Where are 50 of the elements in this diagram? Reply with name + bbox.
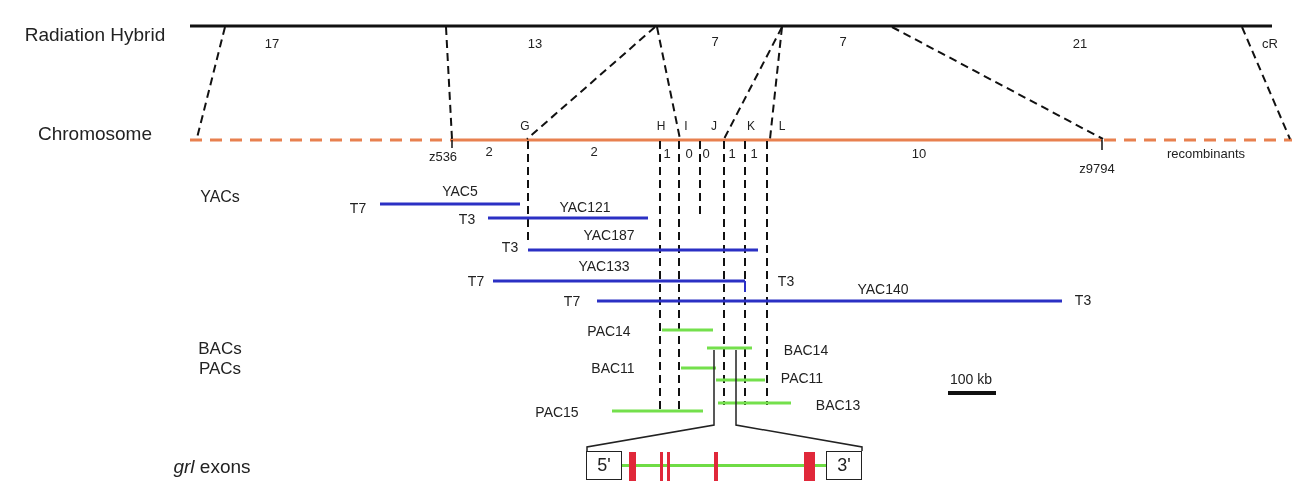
end-box: 3' bbox=[826, 451, 862, 480]
map-label: YAC140 bbox=[857, 280, 909, 298]
map-label: 17 bbox=[264, 36, 280, 52]
map-label: z536 bbox=[428, 149, 458, 165]
map-label: T7 bbox=[467, 272, 485, 290]
map-label: 2 bbox=[590, 144, 598, 160]
map-label: Radiation Hybrid bbox=[23, 24, 167, 46]
map-label: 7 bbox=[839, 34, 847, 50]
map-label: grl exons bbox=[173, 456, 251, 478]
map-label: G bbox=[520, 120, 530, 134]
map-label: BAC13 bbox=[815, 396, 861, 414]
map-label: T7 bbox=[563, 292, 581, 310]
map-label: T3 bbox=[501, 238, 519, 256]
transcript-line bbox=[622, 464, 826, 467]
map-label: 0 bbox=[702, 146, 710, 162]
map-label: YAC187 bbox=[583, 226, 635, 244]
map-label: H bbox=[656, 120, 666, 134]
map-label: 2 bbox=[485, 144, 493, 160]
map-label: T3 bbox=[1074, 291, 1092, 309]
map-label: T3 bbox=[458, 210, 476, 228]
map-label: K bbox=[747, 120, 755, 134]
map-label: BAC14 bbox=[783, 341, 829, 359]
map-label: J bbox=[711, 120, 717, 134]
map-label: BAC11 bbox=[591, 359, 635, 377]
map-label: I bbox=[684, 120, 688, 134]
map-label: T7 bbox=[349, 199, 367, 217]
map-label: L bbox=[778, 120, 786, 134]
map-label: PAC14 bbox=[587, 322, 631, 340]
end-box: 5' bbox=[586, 451, 622, 480]
map-label: 13 bbox=[527, 36, 543, 52]
map-label: 7 bbox=[711, 34, 719, 50]
map-label: YAC121 bbox=[559, 198, 611, 216]
map-label: 21 bbox=[1072, 36, 1088, 52]
map-label: 10 bbox=[911, 146, 927, 162]
map-label: 1 bbox=[663, 146, 671, 162]
map-label: 100 kb bbox=[950, 370, 992, 388]
map-label: cR bbox=[1262, 36, 1278, 52]
map-label: z9794 bbox=[1079, 161, 1115, 177]
map-label: 1 bbox=[750, 146, 758, 162]
map-label: T3 bbox=[777, 272, 795, 290]
map-label: YACs bbox=[200, 187, 240, 207]
map-label: PAC15 bbox=[535, 403, 579, 421]
map-label: recombinants bbox=[1167, 146, 1245, 162]
map-label: 0 bbox=[685, 146, 693, 162]
map-label: Chromosome bbox=[38, 123, 152, 145]
map-label: YAC133 bbox=[578, 257, 630, 275]
map-label: PAC11 bbox=[780, 369, 824, 387]
map-label: 1 bbox=[728, 146, 736, 162]
map-label: YAC5 bbox=[442, 182, 478, 200]
map-label: BACs PACs bbox=[197, 339, 243, 379]
